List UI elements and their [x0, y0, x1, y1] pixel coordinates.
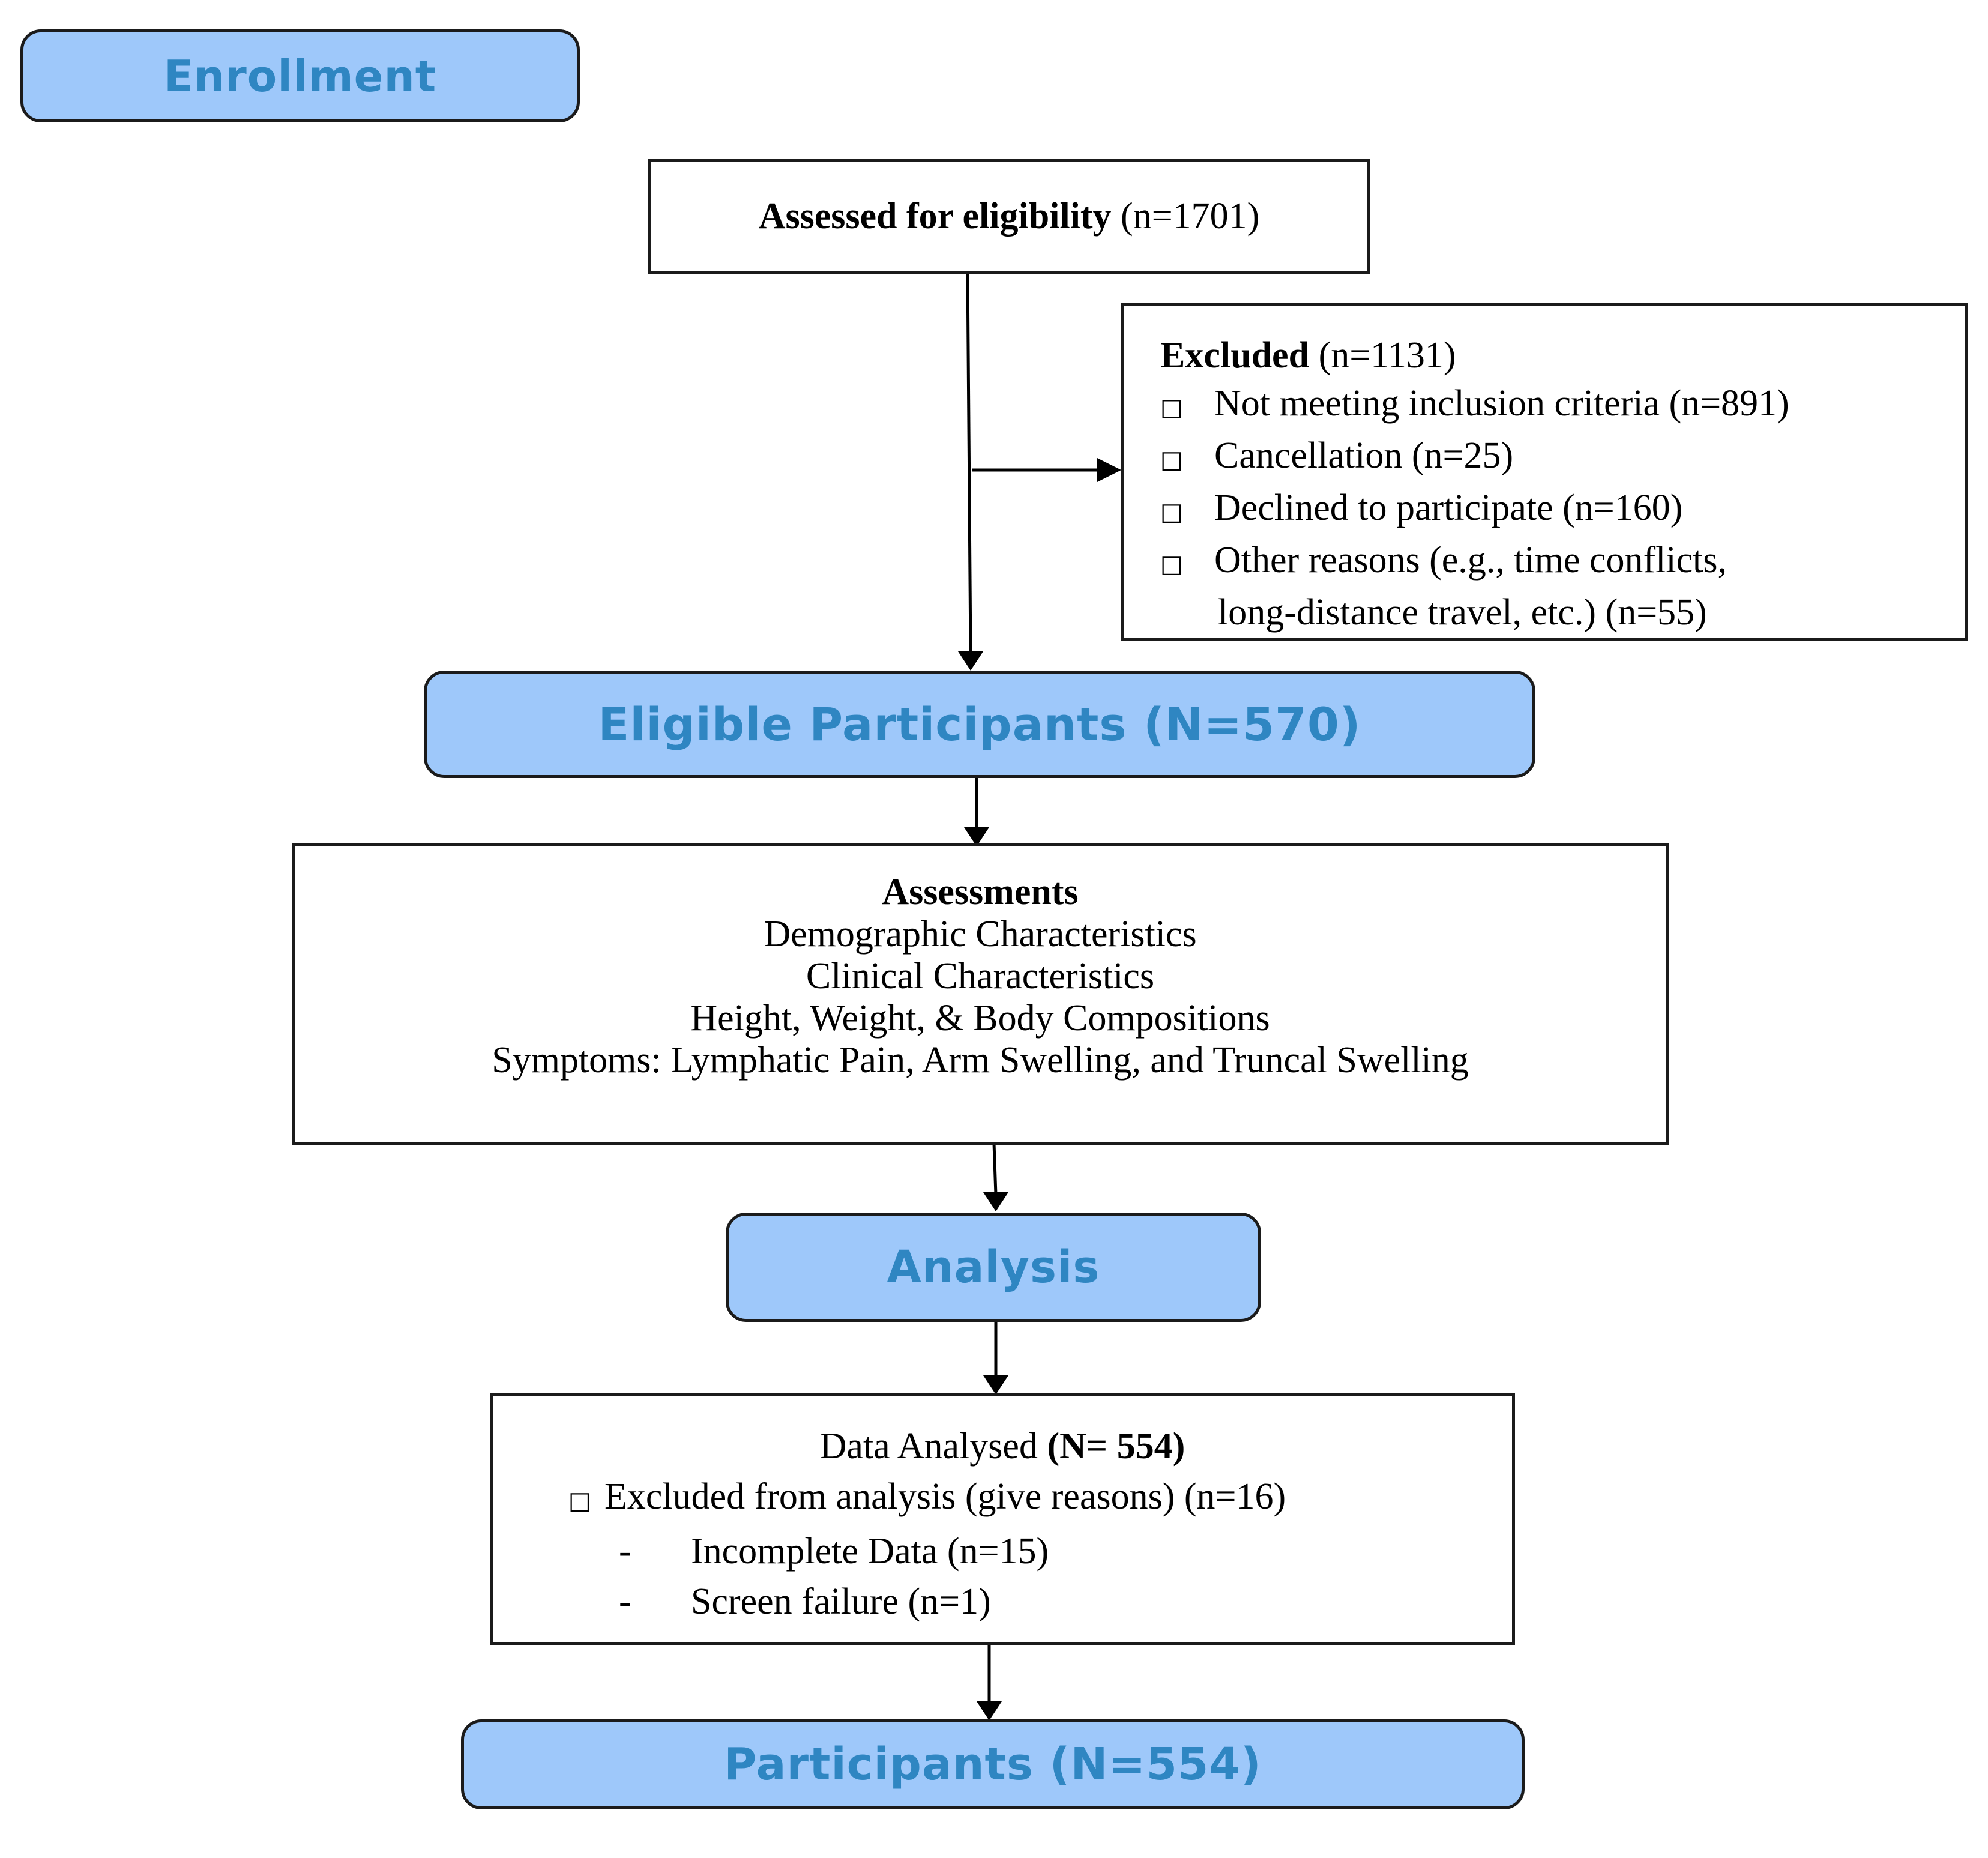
assessments-title: Assessments — [882, 872, 1079, 912]
analysis-phase: Analysis — [726, 1213, 1261, 1322]
arrowhead-participants — [977, 1701, 1002, 1721]
assessed-box: Assessed for eligibility (n=1701) — [648, 159, 1370, 274]
participants-label: Participants (N=554) — [724, 1739, 1262, 1790]
excluded-item: □ Other reasons (e.g., time conflicts, — [1160, 536, 1965, 588]
arrow-assessed-to-eligible — [966, 273, 972, 654]
assessment-line: Demographic Characteristics — [764, 914, 1197, 955]
arrowhead-eligible — [958, 651, 983, 671]
excluded-label: Excluded — [1160, 335, 1310, 376]
excluded-count: (n=1131) — [1318, 335, 1456, 376]
participants-phase: Participants (N=554) — [461, 1719, 1525, 1809]
dash-marker: - — [619, 1531, 631, 1572]
data-analysed-header: Data Analysed (N= 554) — [493, 1421, 1512, 1471]
eligible-phase: Eligible Participants (N=570) — [424, 671, 1535, 778]
assessment-line: Height, Weight, & Body Compositions — [690, 998, 1270, 1039]
arrowhead-excluded — [1097, 458, 1121, 482]
enrollment-label: Enrollment — [163, 50, 437, 101]
excluded-from-analysis: □ Excluded from analysis (give reasons) … — [493, 1471, 1512, 1526]
assessed-count: (n=1701) — [1121, 196, 1260, 237]
eligible-label: Eligible Participants (N=570) — [598, 698, 1361, 751]
excluded-box: Excluded (n=1131) □ Not meeting inclusio… — [1121, 303, 1968, 641]
analysis-reason: - Incomplete Data (n=15) — [493, 1526, 1512, 1576]
checkbox-icon: □ — [1160, 394, 1183, 421]
data-analysed-box: Data Analysed (N= 554) □ Excluded from a… — [490, 1393, 1515, 1645]
assessment-line: Clinical Characteristics — [806, 956, 1155, 997]
arrowhead-analysis — [983, 1192, 1008, 1211]
analysis-label: Analysis — [887, 1241, 1100, 1293]
checkbox-icon: □ — [568, 1487, 591, 1515]
excluded-item: □ Not meeting inclusion criteria (n=891) — [1160, 379, 1965, 432]
enrollment-phase: Enrollment — [20, 29, 580, 122]
assessment-line: Symptoms: Lymphatic Pain, Arm Swelling, … — [492, 1040, 1469, 1081]
data-analysed-label: Data Analysed — [819, 1426, 1038, 1467]
excluded-item: □ Declined to participate (n=160) — [1160, 484, 1965, 536]
data-analysed-count: (N= 554) — [1047, 1426, 1185, 1467]
dash-marker: - — [619, 1581, 631, 1622]
excluded-item-continuation: long-distance travel, etc.) (n=55) — [1218, 592, 1707, 633]
assessed-label: Assessed for eligibility — [758, 196, 1112, 237]
excluded-item: □ Cancellation (n=25) — [1160, 432, 1965, 484]
arrowhead-assessments — [964, 827, 989, 846]
assessments-box: Assessments Demographic Characteristics … — [292, 843, 1669, 1145]
arrowhead-data — [983, 1375, 1008, 1395]
arrow-assessments-to-analysis — [992, 1143, 998, 1195]
checkbox-icon: □ — [1160, 550, 1183, 578]
excluded-header: Excluded (n=1131) — [1160, 331, 1965, 379]
checkbox-icon: □ — [1160, 498, 1183, 526]
checkbox-icon: □ — [1160, 446, 1183, 474]
analysis-reason: - Screen failure (n=1) — [493, 1576, 1512, 1627]
